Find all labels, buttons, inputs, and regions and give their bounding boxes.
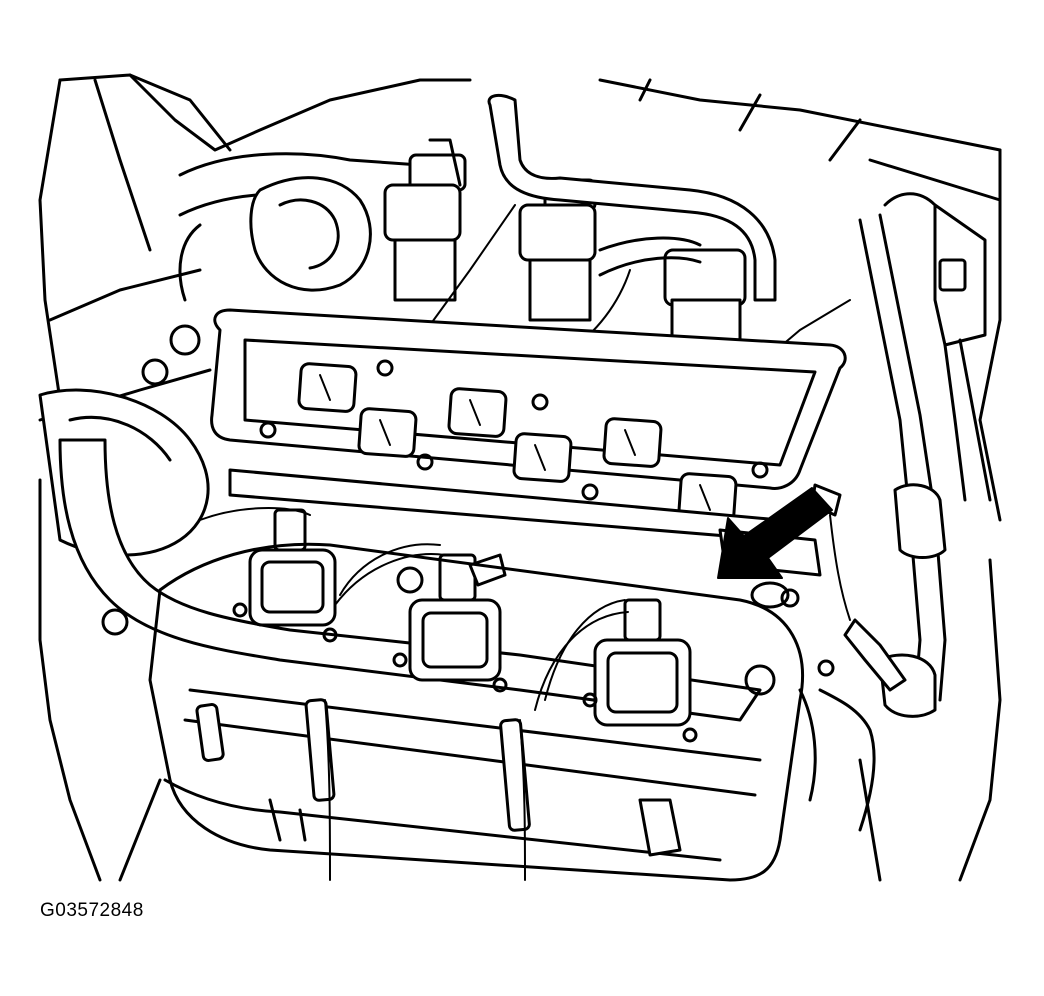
callout-arrow xyxy=(717,487,833,579)
engine-illustration xyxy=(38,73,1002,882)
front-coil-1 xyxy=(248,508,337,627)
upper-intake xyxy=(178,152,422,302)
rear-coil-1 xyxy=(383,138,467,302)
rear-coil-packs xyxy=(383,138,747,347)
rear-coil-2 xyxy=(518,178,597,322)
figure-id-label: G03572848 xyxy=(40,900,144,921)
intake-ports xyxy=(259,359,769,523)
arrow-icon xyxy=(717,487,833,579)
front-coil-3 xyxy=(593,598,692,727)
left-air-duct xyxy=(38,388,762,722)
rear-coil-3 xyxy=(663,248,747,347)
front-coil-2 xyxy=(408,553,507,682)
right-wiring-harness xyxy=(780,192,992,832)
front-coil-packs xyxy=(232,508,776,743)
vacuum-hose xyxy=(487,93,777,302)
front-wires xyxy=(199,507,629,881)
engine-bay-background xyxy=(38,73,1002,882)
